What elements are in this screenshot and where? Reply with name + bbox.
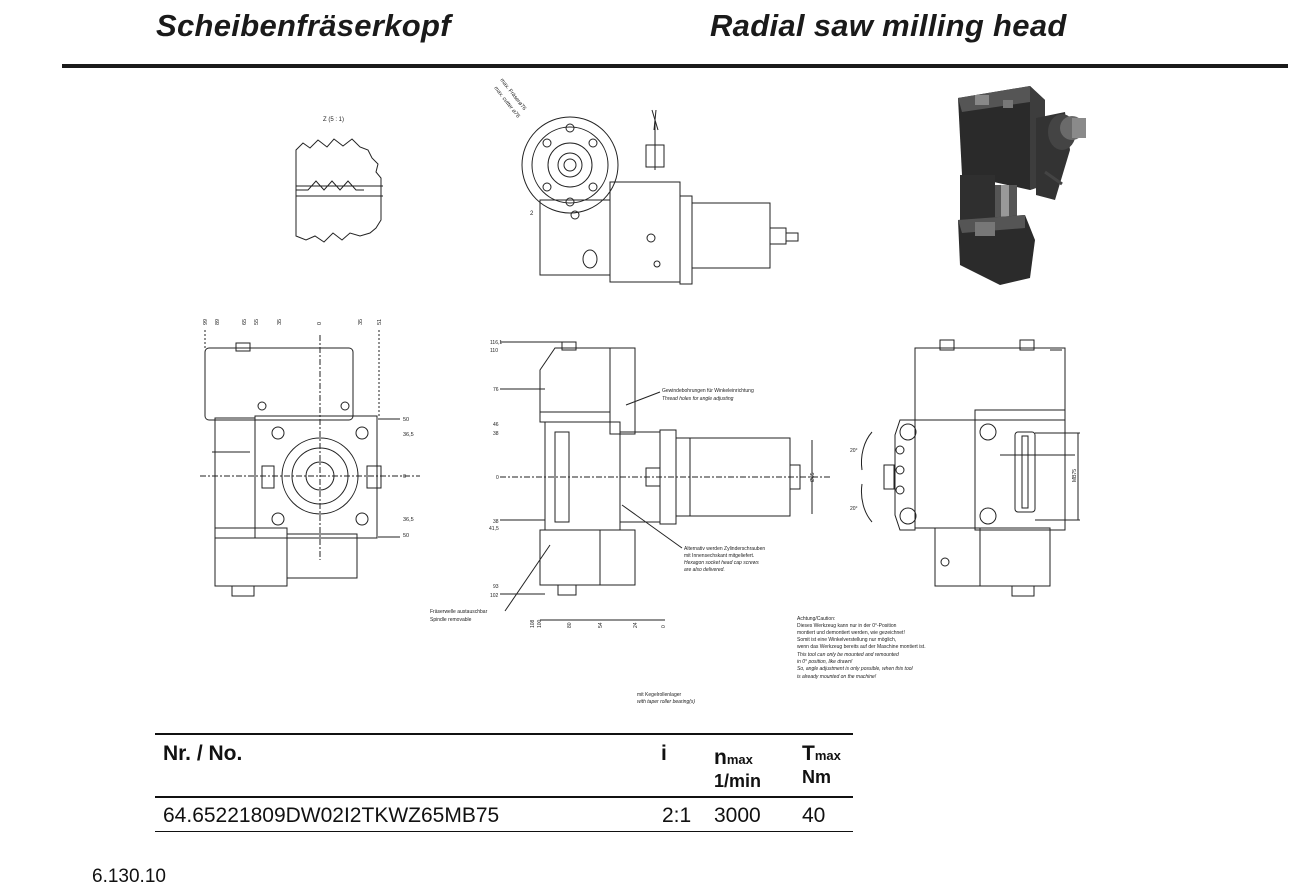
max-torque: 40 [802,804,826,827]
angle-bottom-label: 20° [850,506,858,512]
svg-text:54: 54 [598,622,604,628]
svg-text:110: 110 [490,348,498,354]
speed-symbol: n [714,746,727,769]
product-render-image [958,86,1086,285]
svg-text:with taper roller bearing(s): with taper roller bearing(s) [637,699,695,705]
bearing-note: mit Kegelrollenlager with taper roller b… [637,692,695,705]
svg-text:0: 0 [661,625,667,628]
svg-text:50: 50 [403,533,409,539]
screws-note-de-1: Alternativ werden Zylinderschrauben [684,546,765,552]
svg-text:Achtung/Caution:: Achtung/Caution: [797,616,835,622]
column-header-ratio: i [661,742,667,765]
svg-text:36,5: 36,5 [403,432,414,438]
svg-text:Somit ist eine Winkelverstellu: Somit ist eine Winkelverstellung nur mög… [797,637,896,643]
svg-text:51: 51 [377,319,383,325]
svg-text:0: 0 [317,322,323,325]
svg-text:50: 50 [403,417,409,423]
front-view-drawing: 99 89 65 55 35 0 35 51 50 36,5 [200,319,420,597]
speed-unit: 1/min [714,771,762,791]
svg-text:montiert und demontiert werden: montiert und demontiert werden, wie geze… [797,630,905,636]
table-bottom-rule [155,831,853,832]
svg-text:99: 99 [203,319,209,325]
svg-text:in 0° position, like drawn!: in 0° position, like drawn! [797,659,853,665]
svg-text:102: 102 [490,593,499,599]
svg-text:89: 89 [215,319,221,325]
side-view-drawing: 116,1 110 76 46 38 0 38 41,5 93 102 [430,340,830,628]
screws-note-en-2: are also delivered. [684,567,725,573]
svg-text:2: 2 [530,211,534,217]
max-speed: 3000 [714,804,761,827]
svg-text:24: 24 [633,622,639,628]
header-rule [62,64,1288,68]
right-view-drawing: MB75 20° 20° [850,339,1080,597]
svg-text:65: 65 [242,319,248,325]
svg-text:36,5: 36,5 [403,517,414,523]
svg-text:is already mounted on the mach: is already mounted on the machine! [797,674,877,680]
right-dimension-labels: 50 36,5 0 36,5 50 [403,417,414,539]
svg-text:38: 38 [493,431,499,437]
page-number: 6.130.10 [92,866,166,887]
spindle-note-de: Fräserwelle austauschbar [430,609,488,615]
svg-text:46: 46 [493,422,499,428]
column-header-number: Nr. / No. [163,742,243,765]
table-top-rule [155,733,853,735]
svg-text:This tool can only be mounted: This tool can only be mounted and remoun… [797,652,899,658]
screws-note-de-2: mit Innensechskant mitgeliefert. [684,553,754,559]
svg-text:100: 100 [537,619,543,628]
mb-label: MB75 [1072,469,1078,482]
left-dimension-labels: 116,1 110 76 46 38 0 38 41,5 93 102 [489,340,502,599]
svg-text:Dieses Werkzeug kann nur in de: Dieses Werkzeug kann nur in der 0°-Posit… [797,623,897,629]
svg-text:mit Kegelrollenlager: mit Kegelrollenlager [637,692,682,698]
svg-text:108: 108 [530,619,536,628]
svg-text:0: 0 [403,474,406,480]
caution-note: Achtung/Caution: Dieses Werkzeug kann nu… [797,616,926,680]
detail-z-view: Z (5 : 1) [295,117,383,243]
svg-text:So, angle adjustment is only p: So, angle adjustment is only possible, w… [797,666,914,672]
column-header-torque: Tmax [802,742,841,766]
detail-z-label: Z (5 : 1) [323,117,344,123]
svg-text:116,1: 116,1 [490,340,502,346]
svg-text:41,5: 41,5 [489,526,499,532]
svg-text:wenn das Werkzeug bereits auf: wenn das Werkzeug bereits auf der Maschi… [797,644,926,650]
torque-symbol: T [802,742,815,765]
svg-text:38: 38 [493,519,499,525]
svg-text:0: 0 [496,475,499,481]
svg-text:35: 35 [358,319,364,325]
page-title-german: Scheibenfräserkopf [156,8,451,43]
shaft-diameter-label: Ø65 [810,472,816,482]
bottom-dimension-labels: 108 100 80 54 24 0 [530,619,667,628]
column-header-speed: nmax [714,746,753,770]
top-dimension-labels: 99 89 65 55 35 0 35 51 [203,319,383,325]
spindle-note-en: Spindle removable [430,617,472,623]
angle-top-label: 20° [850,448,858,454]
svg-text:93: 93 [493,584,499,590]
torque-unit: Nm [802,767,832,787]
svg-text:55: 55 [254,319,260,325]
page-title-english: Radial saw milling head [710,8,1067,43]
speed-subscript: max [726,752,753,767]
svg-text:35: 35 [277,319,283,325]
article-number: 64.65221809DW02I2TKWZ65MB75 [163,804,500,827]
technical-drawing-sheet: Z (5 : 1) max. Fräserø76 max. cutter ø76… [200,78,1086,705]
table-header-rule [155,796,853,798]
svg-text:80: 80 [567,622,573,628]
svg-text:76: 76 [493,387,499,393]
gear-ratio: 2:1 [662,804,692,827]
screws-note-en-1: Hexagon socket head cap screws [684,560,759,566]
thread-note-de: Gewindebohrungen für Winkeleinrichtung [662,388,754,394]
torque-subscript: max [814,748,841,763]
top-view-drawing: max. Fräserø76 max. cutter ø76 2 [492,78,799,285]
thread-note-en: Thread holes for angle adjusting [662,396,734,402]
